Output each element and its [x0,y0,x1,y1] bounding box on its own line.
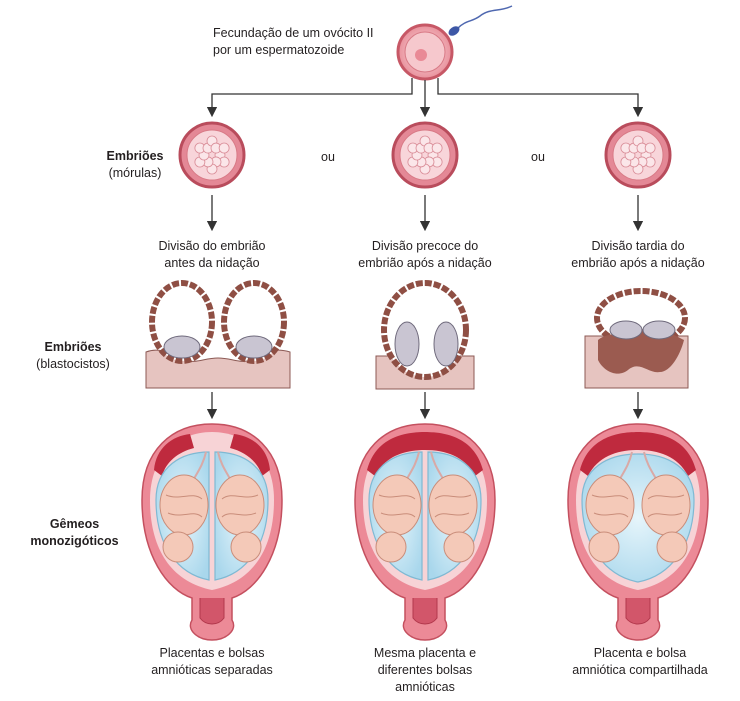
result-label-1-line1: Placentas e bolsas [159,646,265,660]
result-label-3-line2: amniótica compartilhada [572,663,708,677]
fetus-icon [585,474,635,563]
fetus-icon [372,474,422,563]
row-label-blastocysts: Embriões (blastocistos) [28,339,118,373]
result-label-2-line3: amnióticas [395,680,455,694]
branch-arrows [206,78,644,118]
result-label-1: Placentas e bolsas amnióticas separadas [137,645,287,679]
or-label-2: ou [531,150,545,164]
result-label-3-line1: Placenta e bolsa [593,646,687,660]
blastocysts-separated [145,280,291,389]
fertilization-caption: Fecundação de um ovócito II por um esper… [213,25,403,59]
division-label-3: Divisão tardia do embrião após a nidação [558,238,718,272]
result-label-3: Placenta e bolsa amniótica compartilhada [560,645,720,679]
division-label-1-line1: Divisão do embrião [158,239,266,253]
division-label-2: Divisão precoce do embrião após a nidaçã… [345,238,505,272]
result-label-2-line1: Mesma placenta e [373,646,477,660]
result-label-2: Mesma placenta e diferentes bolsas amnió… [350,645,500,696]
row-label-morulas: Embriões (mórulas) [95,148,175,182]
sperm-icon [448,5,513,36]
arrows-to-division [206,195,644,232]
division-label-3-line2: embrião após a nidação [571,256,705,270]
division-label-1: Divisão do embrião antes da nidação [132,238,292,272]
morula-icon [604,121,672,189]
division-label-3-line1: Divisão tardia do [591,239,685,253]
division-label-2-line1: Divisão precoce do [371,239,479,253]
division-label-1-line2: antes da nidação [164,256,260,270]
row-label-morulas-sub: (mórulas) [108,166,162,180]
uterus-shared-placenta [354,423,496,641]
fertilization-caption-line2: por um espermatozoide [213,43,345,57]
morula-icon [391,121,459,189]
or-label-1: ou [321,150,335,164]
fetus-icon [159,474,209,563]
result-label-1-line2: amnióticas separadas [151,663,273,677]
fetus-icon [215,474,265,563]
row-label-blastocysts-title: Embriões [44,340,102,354]
oocyte-icon [396,23,454,81]
division-label-2-line2: embrião após a nidação [358,256,492,270]
uterus-shared-sac [567,423,709,641]
blastocyst-two-masses [375,280,475,390]
row-label-morulas-title: Embriões [106,149,164,163]
row-label-twins-line1: Gêmeos [49,517,100,531]
result-label-2-line2: diferentes bolsas [377,663,473,677]
row-label-twins-line2: monozigóticos [30,534,119,548]
fetus-icon [641,474,691,563]
arrows-to-uterus [206,392,644,420]
row-label-blastocysts-sub: (blastocistos) [36,357,110,371]
fetus-icon [428,474,478,563]
uterus-separate-placentas [141,423,283,641]
row-label-twins: Gêmeos monozigóticos [22,516,127,550]
fertilization-caption-line1: Fecundação de um ovócito II [213,26,374,40]
blastocyst-late-division [584,288,689,389]
morula-icon [178,121,246,189]
